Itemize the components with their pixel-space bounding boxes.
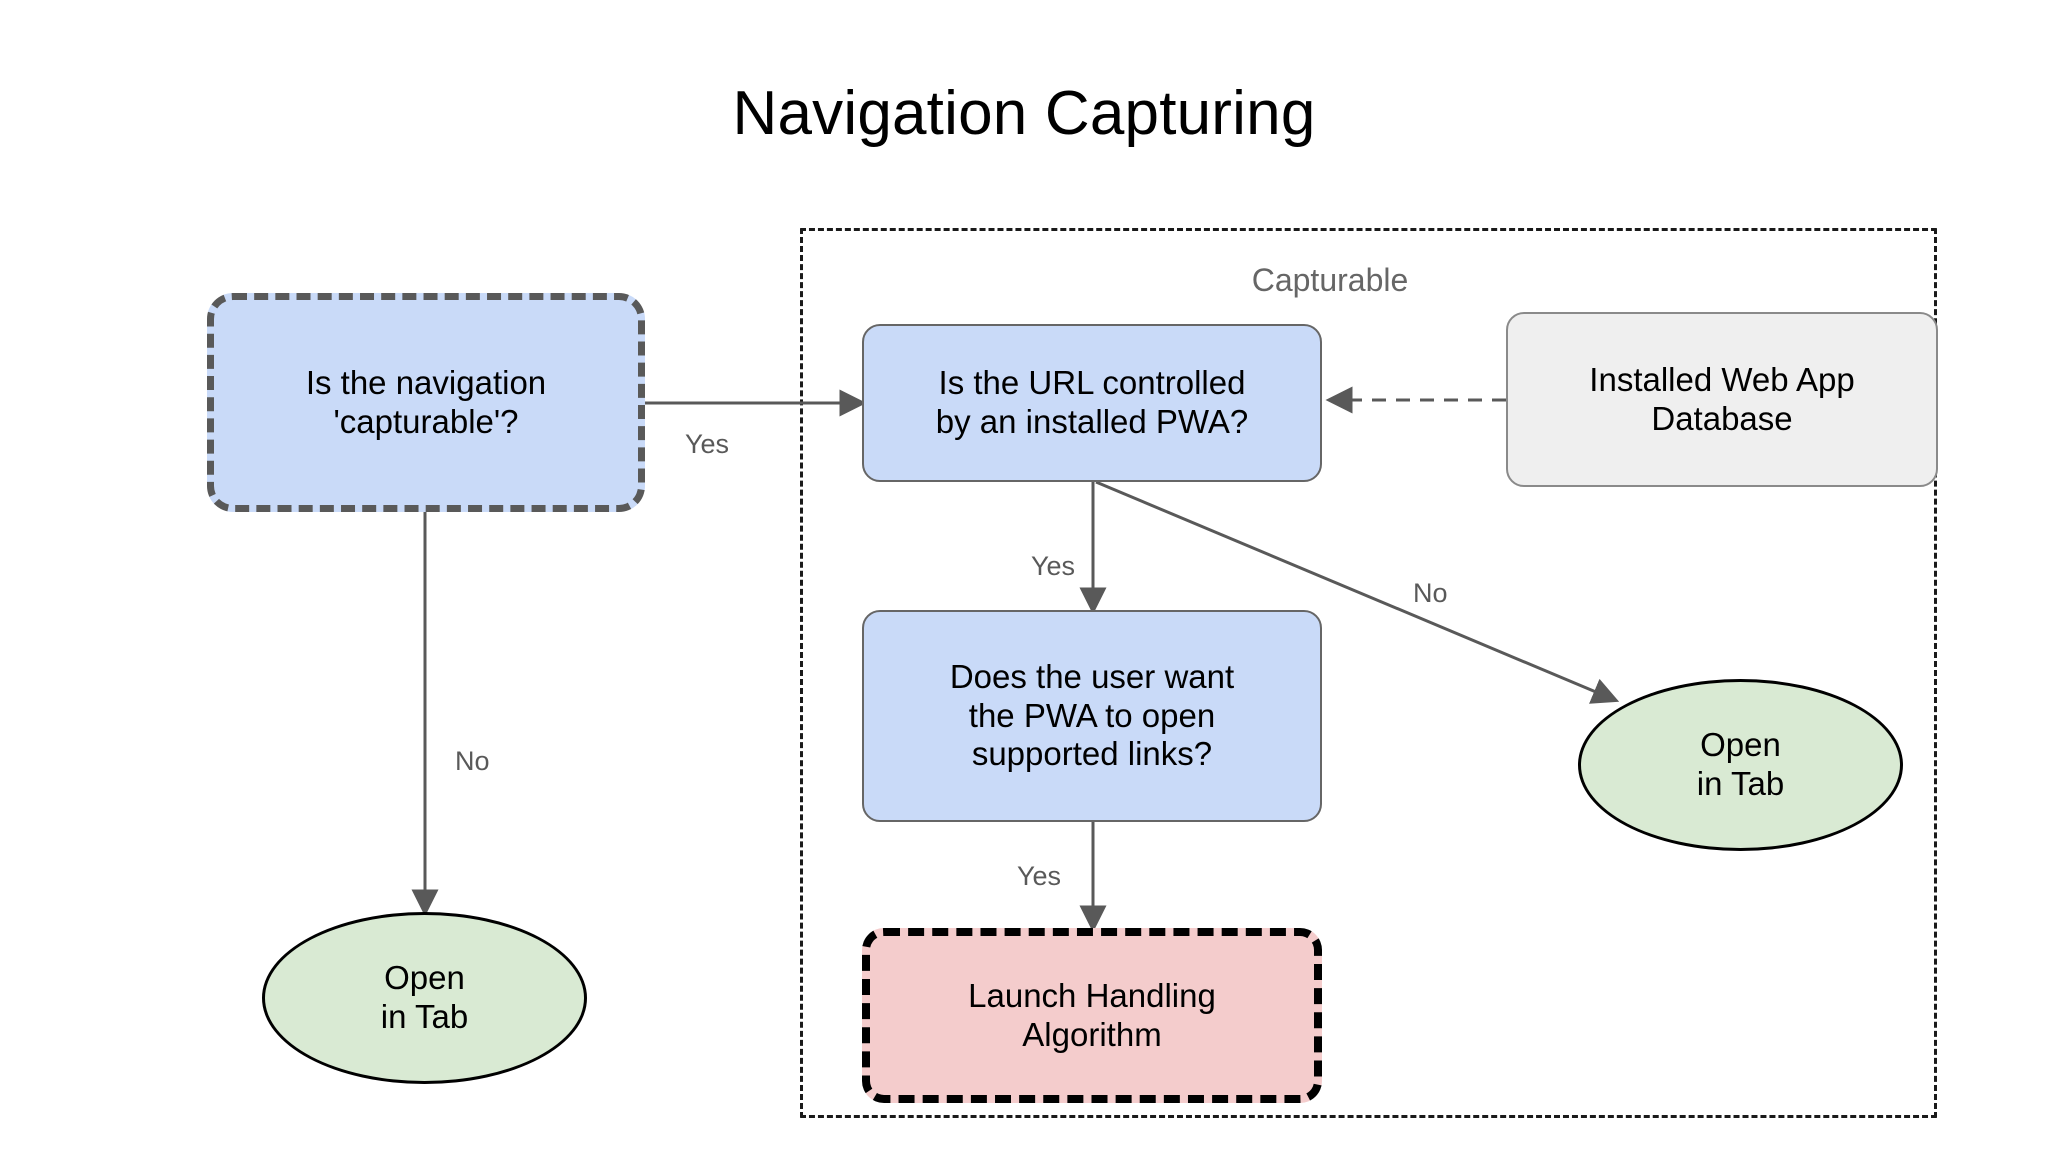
node-label: Does the user want the PWA to open suppo… bbox=[949, 657, 1235, 773]
node-does-user-want[interactable]: Does the user want the PWA to open suppo… bbox=[862, 610, 1322, 822]
node-label: Is the URL controlled by an installed PW… bbox=[935, 364, 1249, 440]
node-launch-handling-algorithm[interactable]: Launch Handling Algorithm bbox=[862, 928, 1322, 1103]
node-label: Open in Tab bbox=[1696, 726, 1785, 802]
capturable-group-label: Capturable bbox=[1251, 262, 1409, 298]
node-is-url-controlled[interactable]: Is the URL controlled by an installed PW… bbox=[862, 324, 1322, 482]
edge-label-url-no: No bbox=[1413, 578, 1448, 608]
edge-label-capturable-yes: Yes bbox=[685, 429, 730, 459]
node-label: Open in Tab bbox=[380, 959, 469, 1035]
node-label: Is the navigation 'capturable'? bbox=[305, 363, 547, 440]
node-label: Installed Web App Database bbox=[1589, 360, 1855, 437]
edge-label-url-yes: Yes bbox=[1031, 551, 1076, 581]
node-open-in-tab-right[interactable]: Open in Tab bbox=[1578, 679, 1903, 851]
node-open-in-tab-left[interactable]: Open in Tab bbox=[262, 912, 587, 1084]
node-is-navigation-capturable[interactable]: Is the navigation 'capturable'? bbox=[207, 293, 645, 512]
node-label: Launch Handling Algorithm bbox=[968, 976, 1216, 1053]
edge-url-no bbox=[1095, 480, 1620, 704]
page-title: Navigation Capturing bbox=[732, 79, 1316, 148]
capturable-group-container bbox=[800, 228, 1937, 1118]
edge-label-user-want-yes: Yes bbox=[1017, 861, 1062, 891]
edge-label-capturable-no: No bbox=[455, 746, 490, 776]
node-installed-web-app-database[interactable]: Installed Web App Database bbox=[1506, 312, 1938, 487]
